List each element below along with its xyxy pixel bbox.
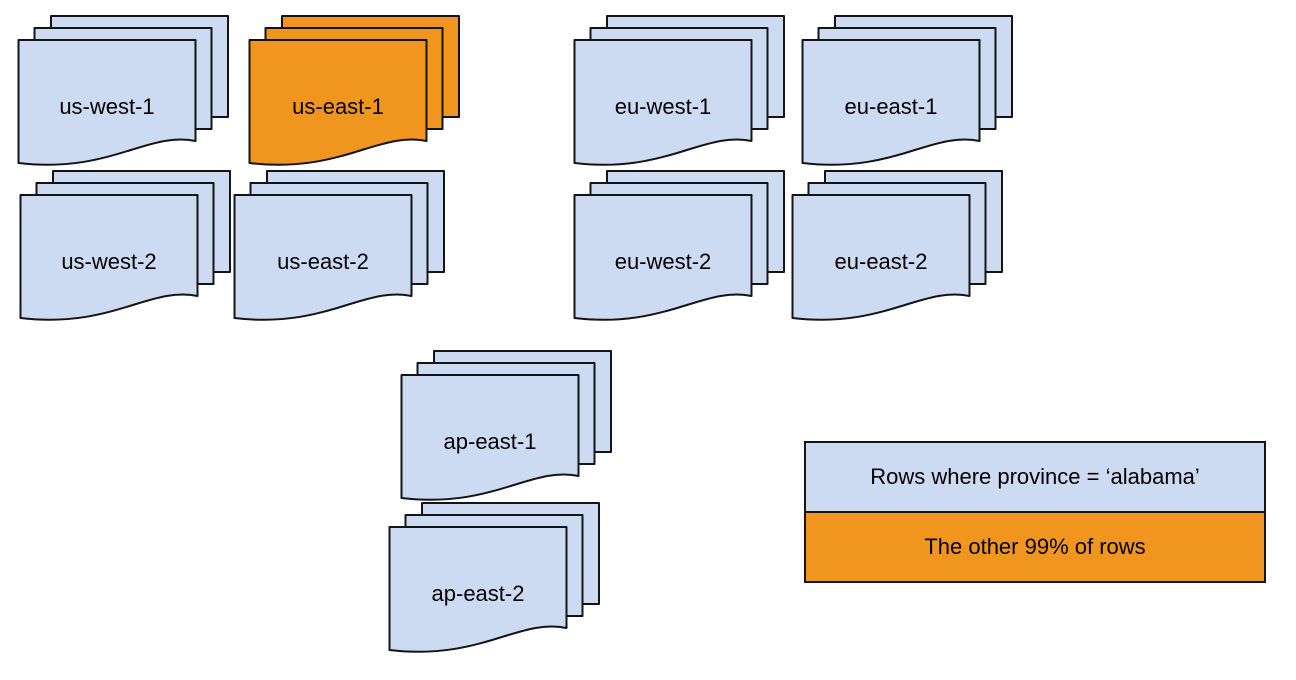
front-page [19, 194, 199, 321]
region-stack-us-west-1: us-west-1 [17, 15, 229, 171]
front-page [791, 194, 971, 321]
region-stack-us-east-1: us-east-1 [248, 15, 460, 171]
region-stack-us-west-2: us-west-2 [19, 170, 231, 326]
region-stack-eu-west-2: eu-west-2 [573, 170, 785, 326]
region-label: us-west-1 [59, 94, 154, 119]
document-stack-icon: eu-west-1 [573, 15, 785, 166]
front-page [388, 526, 568, 653]
region-stack-ap-east-2: ap-east-2 [388, 502, 600, 658]
region-label: eu-west-1 [615, 94, 712, 119]
region-label: ap-east-2 [432, 581, 525, 606]
front-page [400, 374, 580, 501]
document-stack-icon: ap-east-1 [400, 350, 612, 501]
document-stack-icon: us-east-2 [233, 170, 445, 321]
region-label: eu-east-2 [835, 249, 928, 274]
front-page [801, 39, 981, 166]
region-stack-eu-east-2: eu-east-2 [791, 170, 1003, 326]
document-stack-icon: us-west-1 [17, 15, 229, 166]
region-stack-us-east-2: us-east-2 [233, 170, 445, 326]
region-label: eu-east-1 [845, 94, 938, 119]
document-stack-icon: ap-east-2 [388, 502, 600, 653]
document-stack-icon: eu-east-2 [791, 170, 1003, 321]
document-stack-icon: eu-west-2 [573, 170, 785, 321]
front-page [573, 39, 753, 166]
region-label: us-east-2 [277, 249, 369, 274]
legend-item-label: The other 99% of rows [924, 534, 1146, 559]
region-stack-eu-east-1: eu-east-1 [801, 15, 1013, 171]
region-label: us-east-1 [292, 94, 384, 119]
front-page [17, 39, 197, 166]
legend: Rows where province = ‘alabama’ The othe… [804, 441, 1266, 583]
document-stack-icon: eu-east-1 [801, 15, 1013, 166]
front-page [233, 194, 413, 321]
front-page [573, 194, 753, 321]
document-stack-icon: us-west-2 [19, 170, 231, 321]
region-label: us-west-2 [61, 249, 156, 274]
region-label: eu-west-2 [615, 249, 712, 274]
region-stack-ap-east-1: ap-east-1 [400, 350, 612, 506]
front-page [248, 39, 428, 166]
legend-item-other-rows: The other 99% of rows [806, 511, 1264, 581]
legend-item-alabama-rows: Rows where province = ‘alabama’ [806, 443, 1264, 511]
region-stack-eu-west-1: eu-west-1 [573, 15, 785, 171]
document-stack-icon: us-east-1 [248, 15, 460, 166]
legend-item-label: Rows where province = ‘alabama’ [870, 464, 1200, 489]
region-label: ap-east-1 [444, 429, 537, 454]
